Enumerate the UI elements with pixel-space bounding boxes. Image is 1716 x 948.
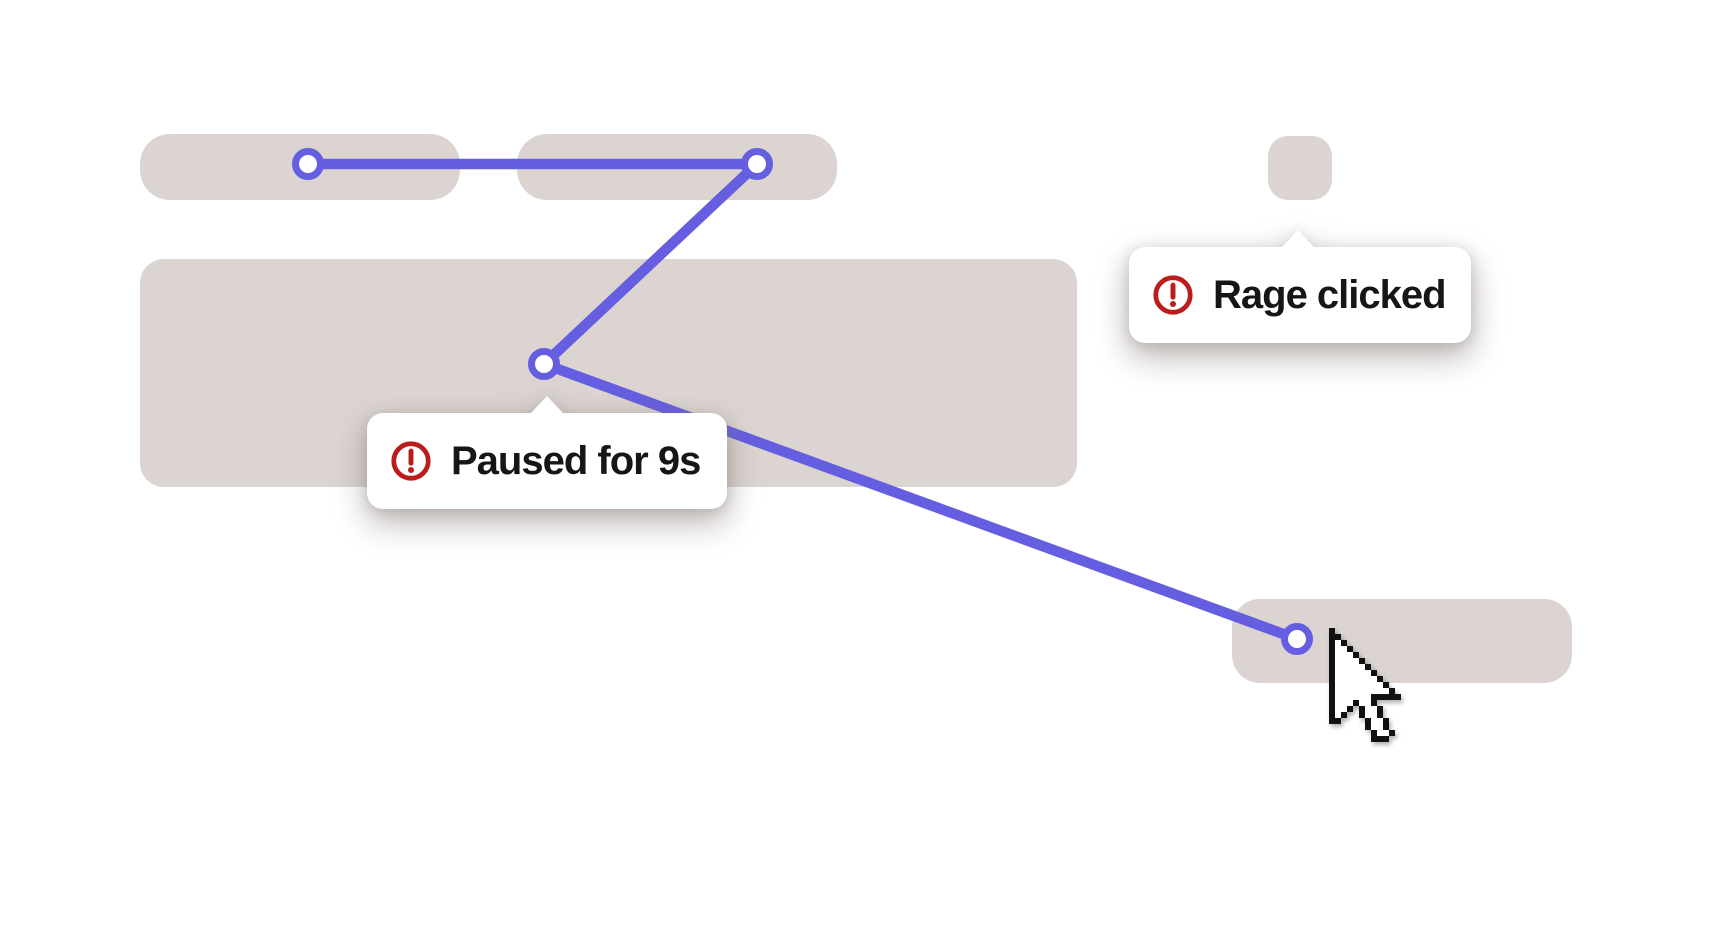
tooltip-label: Rage clicked bbox=[1213, 273, 1447, 317]
trail-node bbox=[741, 148, 773, 180]
alert-icon bbox=[1153, 275, 1193, 315]
mouse-cursor-icon bbox=[1329, 628, 1401, 742]
alert-icon bbox=[391, 441, 431, 481]
trail-node bbox=[1281, 623, 1313, 655]
tooltip-pointer bbox=[1281, 230, 1315, 248]
cursor-trail-path bbox=[302, 158, 1303, 645]
tooltip-rage-clicked: Rage clicked bbox=[1129, 230, 1471, 343]
trail-node bbox=[292, 148, 324, 180]
wireframe-block-top-right-square bbox=[1268, 136, 1332, 200]
tooltip-label: Paused for 9s bbox=[451, 439, 701, 483]
tooltip-pointer bbox=[530, 396, 564, 414]
tooltip-paused: Paused for 9s bbox=[367, 396, 727, 509]
trail-node bbox=[528, 348, 560, 380]
